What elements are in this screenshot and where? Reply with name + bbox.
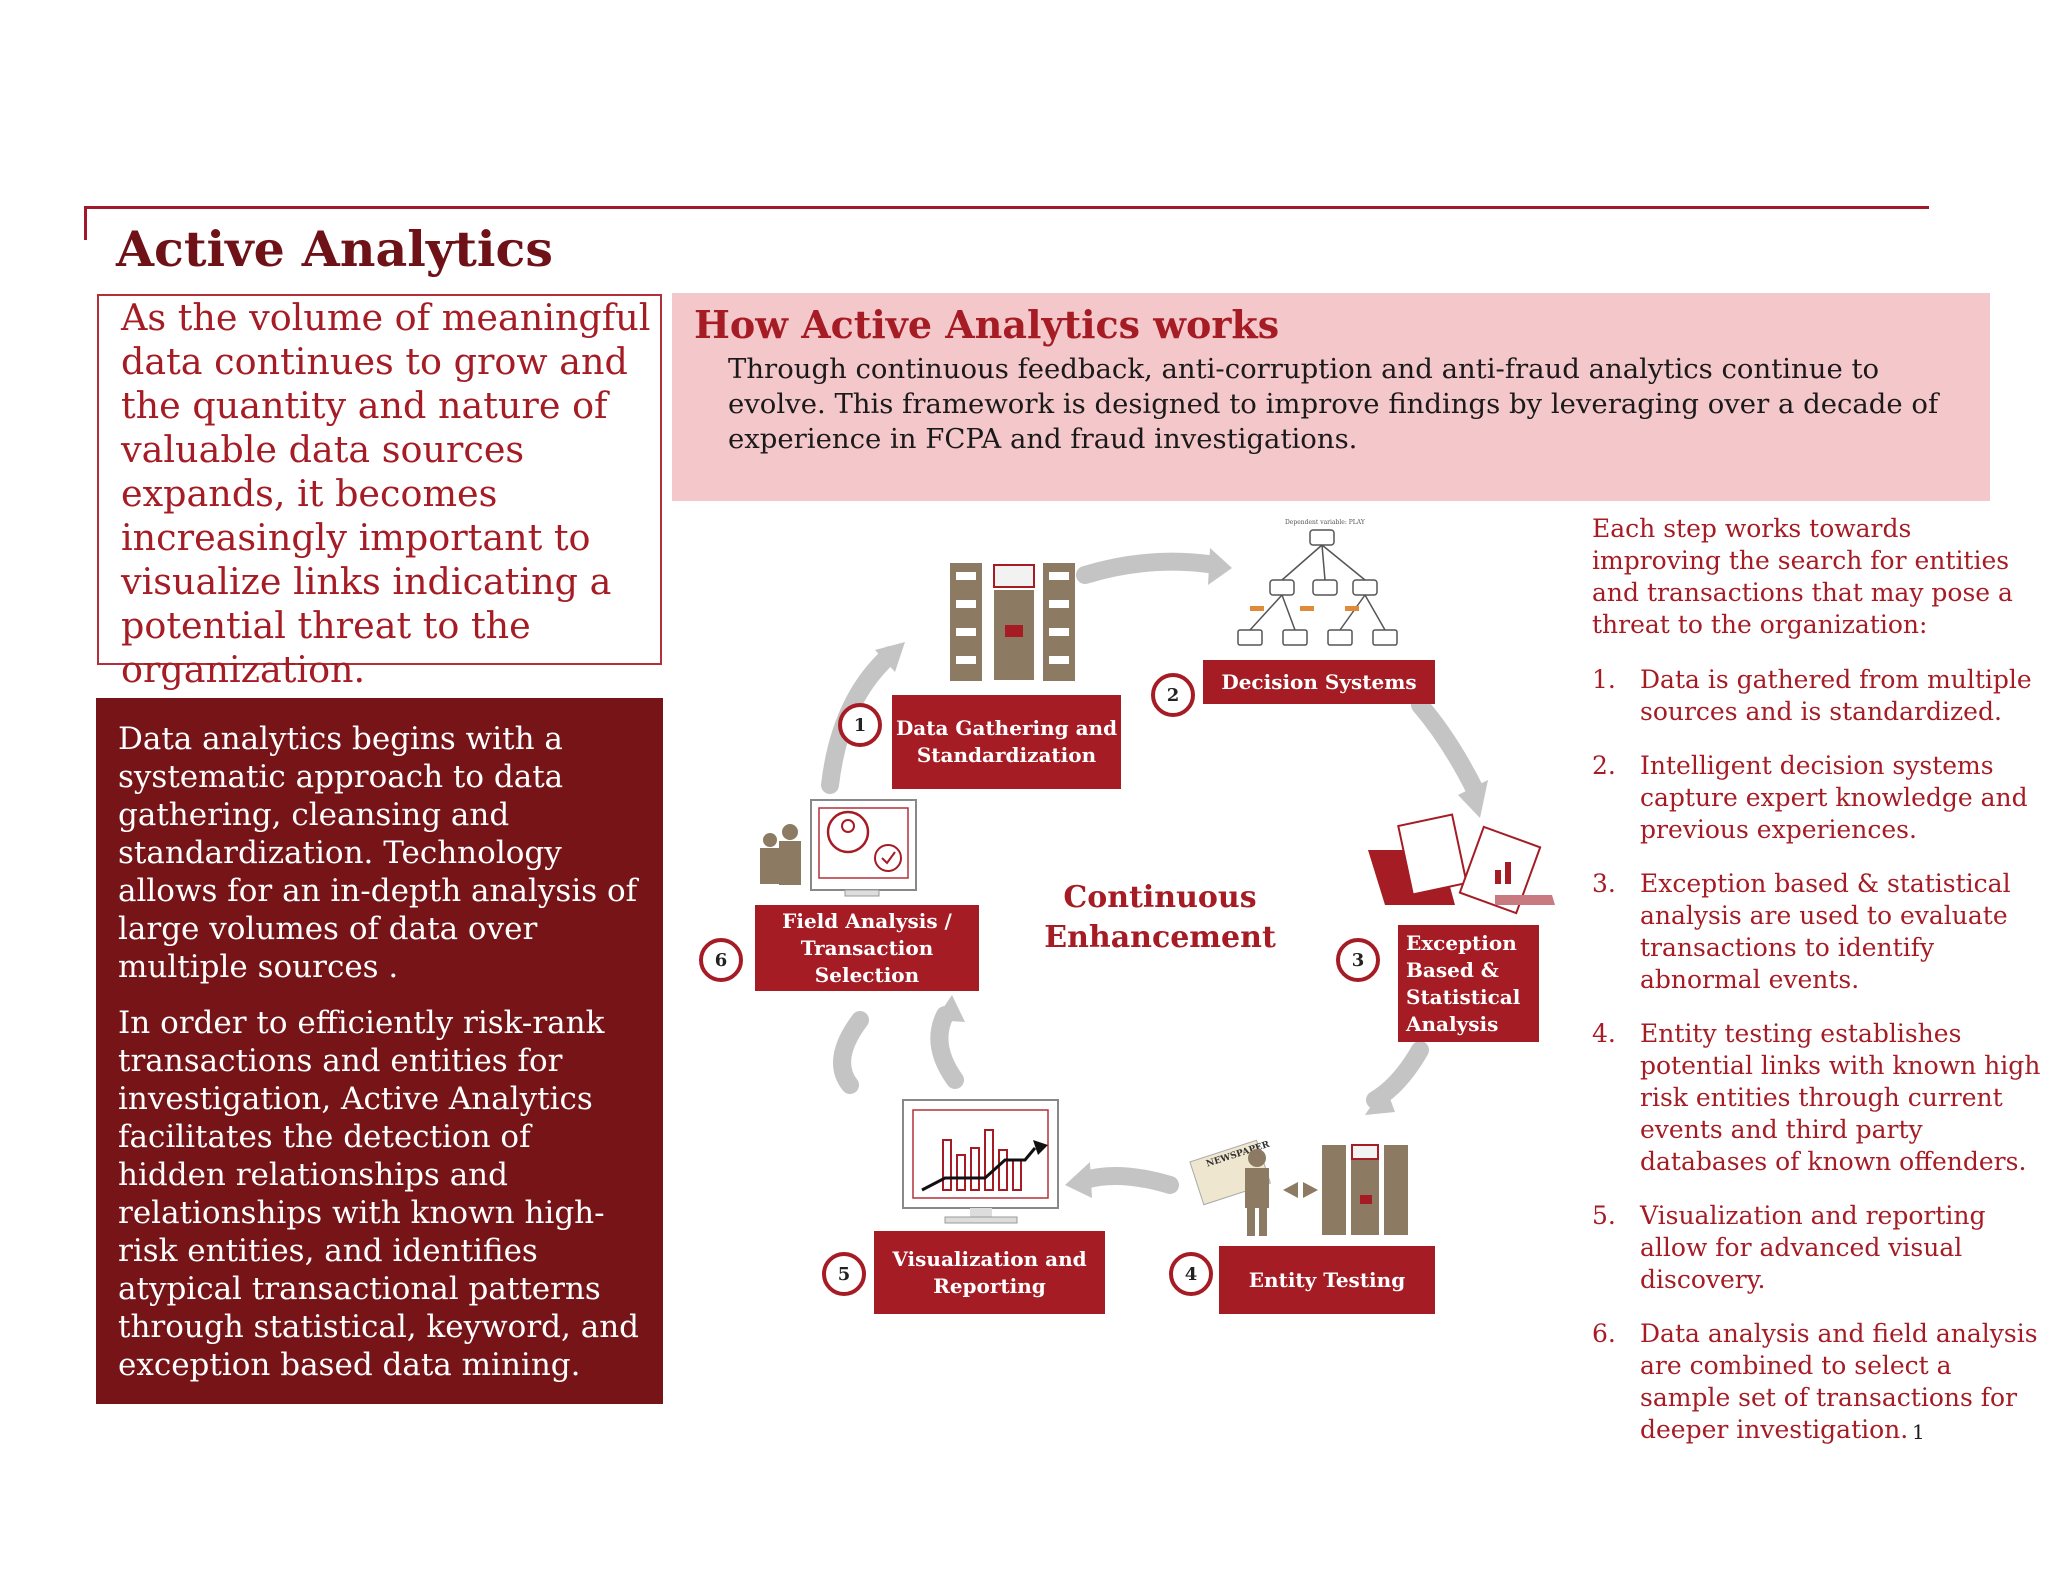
intro-text: As the volume of meaningful data continu… — [121, 296, 660, 692]
arrowhead-4-5 — [1065, 1162, 1092, 1198]
cycle-center-label: Continuous Enhancement — [1040, 878, 1280, 958]
step-5-label: Visualization and Reporting — [874, 1231, 1105, 1314]
step-1-number: 1 — [838, 703, 882, 747]
steps-list: 1.Data is gathered from multiple sources… — [1592, 664, 2042, 1468]
decision-tree-icon: Dependent variable: PLAY — [1238, 519, 1397, 645]
page-title: Active Analytics — [116, 220, 553, 278]
step-2-number: 2 — [1151, 673, 1195, 717]
arrow-5-6b — [842, 1020, 860, 1085]
step-4-number: 4 — [1169, 1252, 1213, 1296]
field-analysis-icon — [760, 800, 916, 896]
documents-icon — [1368, 815, 1555, 914]
page-number: 1 — [1912, 1420, 1925, 1444]
step-3-label: Exception Based & Statistical Analysis — [1398, 925, 1539, 1042]
filing-cabinet-icon — [950, 563, 1075, 681]
list-item: 5.Visualization and reporting allow for … — [1592, 1200, 2042, 1296]
arrow-2-3 — [1420, 705, 1475, 790]
header-rule-tick — [84, 206, 87, 240]
step-1-label: Data Gathering and Standardization — [892, 695, 1121, 789]
list-item: 3.Exception based & statistical analysis… — [1592, 868, 2042, 996]
entity-testing-icon: NEWSPAPER — [1190, 1140, 1408, 1236]
svg-text:Dependent variable: PLAY: Dependent variable: PLAY — [1285, 519, 1366, 526]
body-panel: Data analytics begins with a systematic … — [96, 698, 663, 1404]
body-paragraph-1: Data analytics begins with a systematic … — [118, 720, 643, 986]
step-6-label: Field Analysis / Transaction Selection — [755, 905, 979, 991]
step-3-number: 3 — [1336, 938, 1380, 982]
step-2-label: Decision Systems — [1203, 660, 1435, 704]
list-item: 2.Intelligent decision systems capture e… — [1592, 750, 2042, 846]
step-5-number: 5 — [822, 1252, 866, 1296]
monitor-chart-icon — [903, 1100, 1058, 1223]
body-paragraph-2: In order to efficiently risk-rank transa… — [118, 1004, 643, 1384]
header-rule — [84, 206, 1929, 209]
list-item: 6.Data analysis and field analysis are c… — [1592, 1318, 2042, 1446]
step-4-label: Entity Testing — [1219, 1246, 1435, 1314]
steps-intro: Each step works towards improving the se… — [1592, 513, 2032, 641]
intro-box: As the volume of meaningful data continu… — [97, 294, 662, 665]
how-it-works-title: How Active Analytics works — [694, 302, 1279, 347]
arrow-1-2 — [1085, 562, 1215, 575]
list-item: 1.Data is gathered from multiple sources… — [1592, 664, 2042, 728]
step-6-number: 6 — [699, 938, 743, 982]
arrow-4-5 — [1085, 1176, 1170, 1185]
how-it-works-text: Through continuous feedback, anti-corrup… — [728, 352, 1968, 457]
list-item: 4.Entity testing establishes potential l… — [1592, 1018, 2042, 1178]
arrowhead-1-2 — [1208, 548, 1232, 585]
arrow-5-6a — [939, 1015, 955, 1080]
